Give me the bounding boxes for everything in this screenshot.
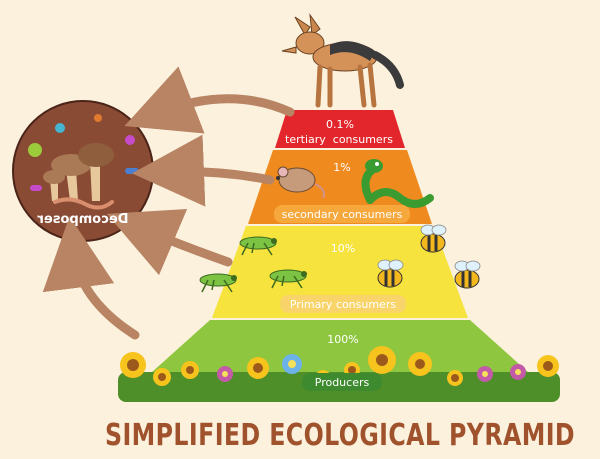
decomposer-circle bbox=[12, 100, 154, 242]
producers-label: Producers bbox=[315, 376, 370, 389]
tertiary-label: tertiary consumers bbox=[285, 133, 393, 146]
sunflower-icon bbox=[537, 355, 559, 377]
jackal-icon bbox=[281, 13, 404, 108]
sunflower-icon bbox=[153, 368, 171, 386]
microbe-icon bbox=[55, 123, 65, 133]
sunflower-icon bbox=[181, 361, 199, 379]
arrow-producers-to-decomposer bbox=[42, 216, 140, 340]
secondary-consumer-animals bbox=[276, 159, 434, 208]
arrow-secondary-to-decomposer bbox=[132, 134, 275, 207]
page-title: SIMPLIFIED ECOLOGICAL PYRAMID bbox=[105, 418, 575, 453]
microbe-icon bbox=[94, 114, 102, 122]
bee-icon bbox=[454, 260, 481, 289]
sunflower-icon bbox=[247, 357, 269, 379]
secondary-label: secondary consumers bbox=[282, 208, 403, 221]
grasshopper-icon bbox=[199, 273, 237, 293]
primary-label: Primary consumers bbox=[290, 298, 396, 311]
producers-percent: 100% bbox=[327, 333, 358, 346]
microbe-icon bbox=[125, 135, 135, 145]
sunflower-icon bbox=[447, 370, 463, 386]
flower-icon bbox=[217, 366, 233, 382]
sunflower-icon bbox=[368, 346, 396, 374]
flower-icon bbox=[510, 364, 526, 380]
rat-icon bbox=[276, 166, 325, 199]
bacteria-icon bbox=[125, 168, 139, 174]
primary-consumer-animals bbox=[199, 224, 481, 293]
decomposer-label: Decomposer bbox=[37, 212, 129, 227]
secondary-percent: 1% bbox=[333, 161, 350, 174]
energy-arrows bbox=[42, 66, 295, 340]
worm-icon bbox=[53, 197, 114, 210]
sunflower-icon bbox=[408, 352, 432, 376]
grasshopper-icon bbox=[269, 269, 307, 289]
flower-icon bbox=[282, 354, 302, 374]
primary-percent: 10% bbox=[331, 242, 355, 255]
arrow-primary-to-decomposer bbox=[106, 208, 233, 276]
snake-icon bbox=[361, 159, 434, 208]
microbe-icon bbox=[28, 143, 42, 157]
flower-icon bbox=[477, 366, 493, 382]
bee-icon bbox=[420, 224, 447, 253]
bee-icon bbox=[377, 259, 404, 288]
grasshopper-icon bbox=[239, 236, 277, 256]
tertiary-percent: 0.1% bbox=[326, 118, 354, 131]
arrow-tertiary-to-decomposer bbox=[124, 66, 295, 134]
tier-primary bbox=[212, 226, 468, 318]
mushroom-icon bbox=[43, 143, 114, 201]
bacteria-icon bbox=[30, 185, 42, 191]
sunflower-icon bbox=[120, 352, 146, 378]
level-label-pills bbox=[274, 131, 410, 391]
